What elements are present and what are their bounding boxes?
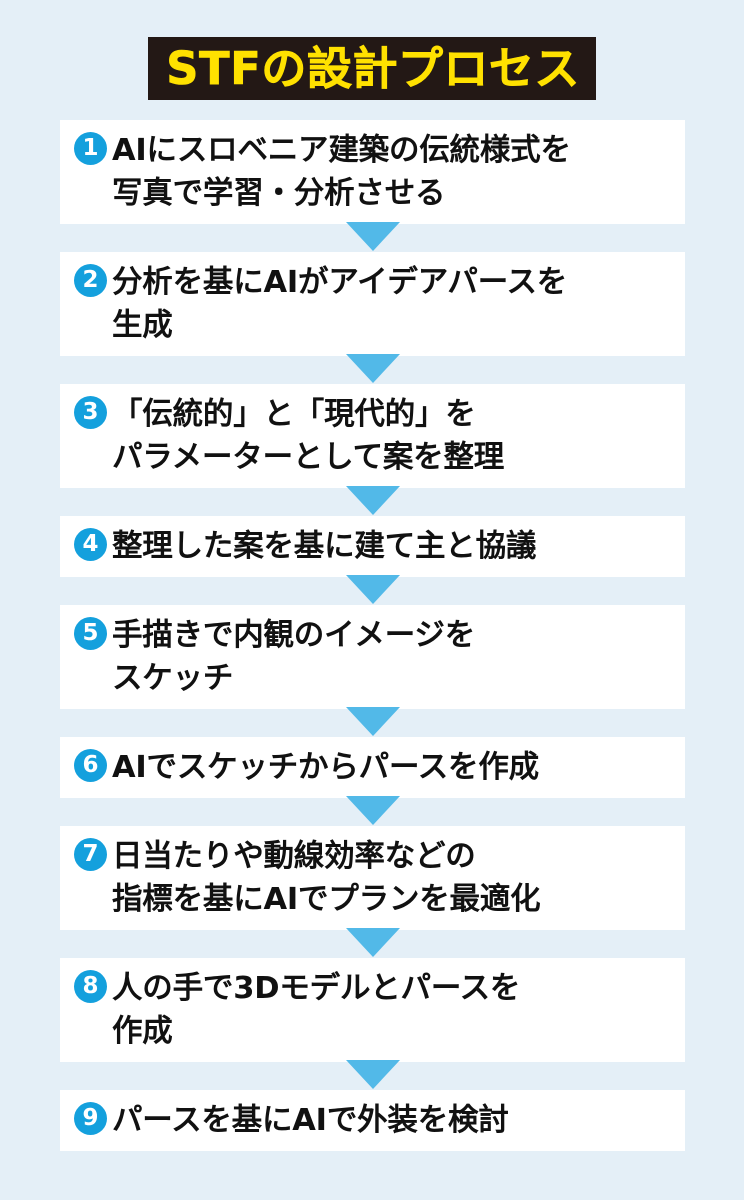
step-connector [60,796,685,826]
step-label: AIにスロベニア建築の伝統様式を 写真で学習・分析させる [112,133,571,211]
arrow-down-icon [345,796,400,825]
step-number-badge: 2 [74,264,107,297]
step-connector [60,1060,685,1090]
process-step: 3「伝統的」と「現代的」を パラメーターとして案を整理 [60,384,685,516]
step-label: 日当たりや動線効率などの 指標を基にAIでプランを最適化 [112,839,541,917]
arrow-down-icon [345,222,400,251]
arrow-down-icon [345,575,400,604]
arrow-down-icon [345,707,400,736]
step-number-badge: 9 [74,1102,107,1135]
step-number-badge: 6 [74,749,107,782]
page-title: STFの設計プロセス [148,37,596,100]
arrow-down-icon [345,928,400,957]
step-label: パースを基にAIで外装を検討 [112,1103,509,1138]
step-label: 人の手で3Dモデルとパースを 作成 [112,971,521,1049]
step-connector [60,354,685,384]
step-box: 3「伝統的」と「現代的」を パラメーターとして案を整理 [60,384,685,488]
step-label: 分析を基にAIがアイデアパースを 生成 [112,265,568,343]
step-number-badge: 4 [74,528,107,561]
title-banner-wrap: STFの設計プロセス [0,37,744,100]
arrow-down-icon [345,354,400,383]
step-connector [60,928,685,958]
arrow-down-icon [345,486,400,515]
step-number-badge: 3 [74,396,107,429]
step-connector [60,222,685,252]
step-number-badge: 8 [74,970,107,1003]
step-label: 整理した案を基に建て主と協議 [112,529,537,564]
step-number-badge: 7 [74,838,107,871]
step-connector [60,486,685,516]
arrow-down-icon [345,1060,400,1089]
step-number-badge: 1 [74,132,107,165]
step-label: AIでスケッチからパースを作成 [112,750,539,785]
step-label: 手描きで内観のイメージを スケッチ [112,618,475,696]
step-label: 「伝統的」と「現代的」を パラメーターとして案を整理 [112,397,505,475]
step-connector [60,575,685,605]
step-number-badge: 5 [74,617,107,650]
step-connector [60,707,685,737]
